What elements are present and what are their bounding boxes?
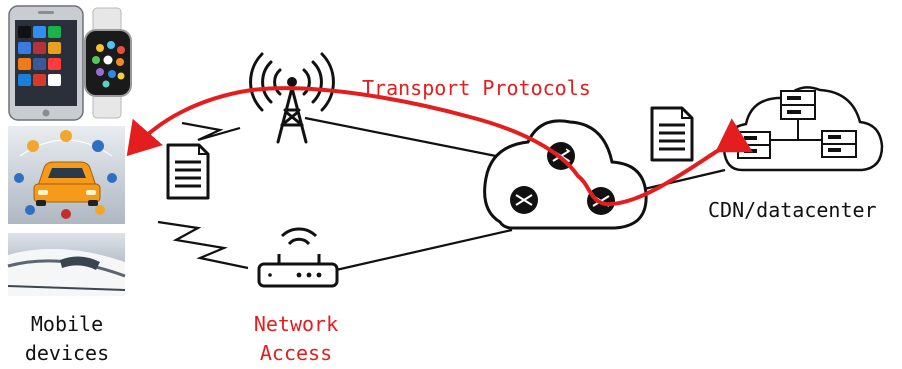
smartwatch-icon (84, 7, 132, 119)
cell-tower-icon (249, 52, 335, 144)
server-icon (821, 130, 857, 158)
wireless-link-upper (181, 121, 241, 142)
cloud-icon (483, 119, 648, 230)
network-access-label-line1: Network (253, 312, 339, 336)
high-speed-train-icon (7, 233, 126, 296)
network-access-label-line2: Access (259, 341, 333, 365)
cdn-cloud-icon (722, 86, 884, 172)
mobile-devices-label-line1: Mobile (30, 312, 104, 336)
cdn-datacenter-label: CDN/datacenter (708, 198, 877, 222)
document-icon (166, 143, 210, 200)
server-icon (737, 131, 771, 159)
connected-car-icon (8, 126, 125, 224)
wireless-link-lower (157, 220, 249, 270)
switch-icon (510, 186, 538, 214)
tower-to-cloud-link (304, 116, 507, 160)
smartphone-icon (8, 5, 84, 121)
router-to-cloud-link (335, 228, 513, 272)
wifi-router-icon (257, 227, 339, 288)
server-icon (780, 90, 816, 120)
transport-path-arrow (126, 86, 753, 207)
transport-protocols-label: Transport Protocols (362, 76, 591, 100)
mobile-devices-label-line2: devices (24, 341, 110, 365)
cloud-to-cdn-link (639, 168, 726, 192)
document-icon (650, 106, 694, 162)
